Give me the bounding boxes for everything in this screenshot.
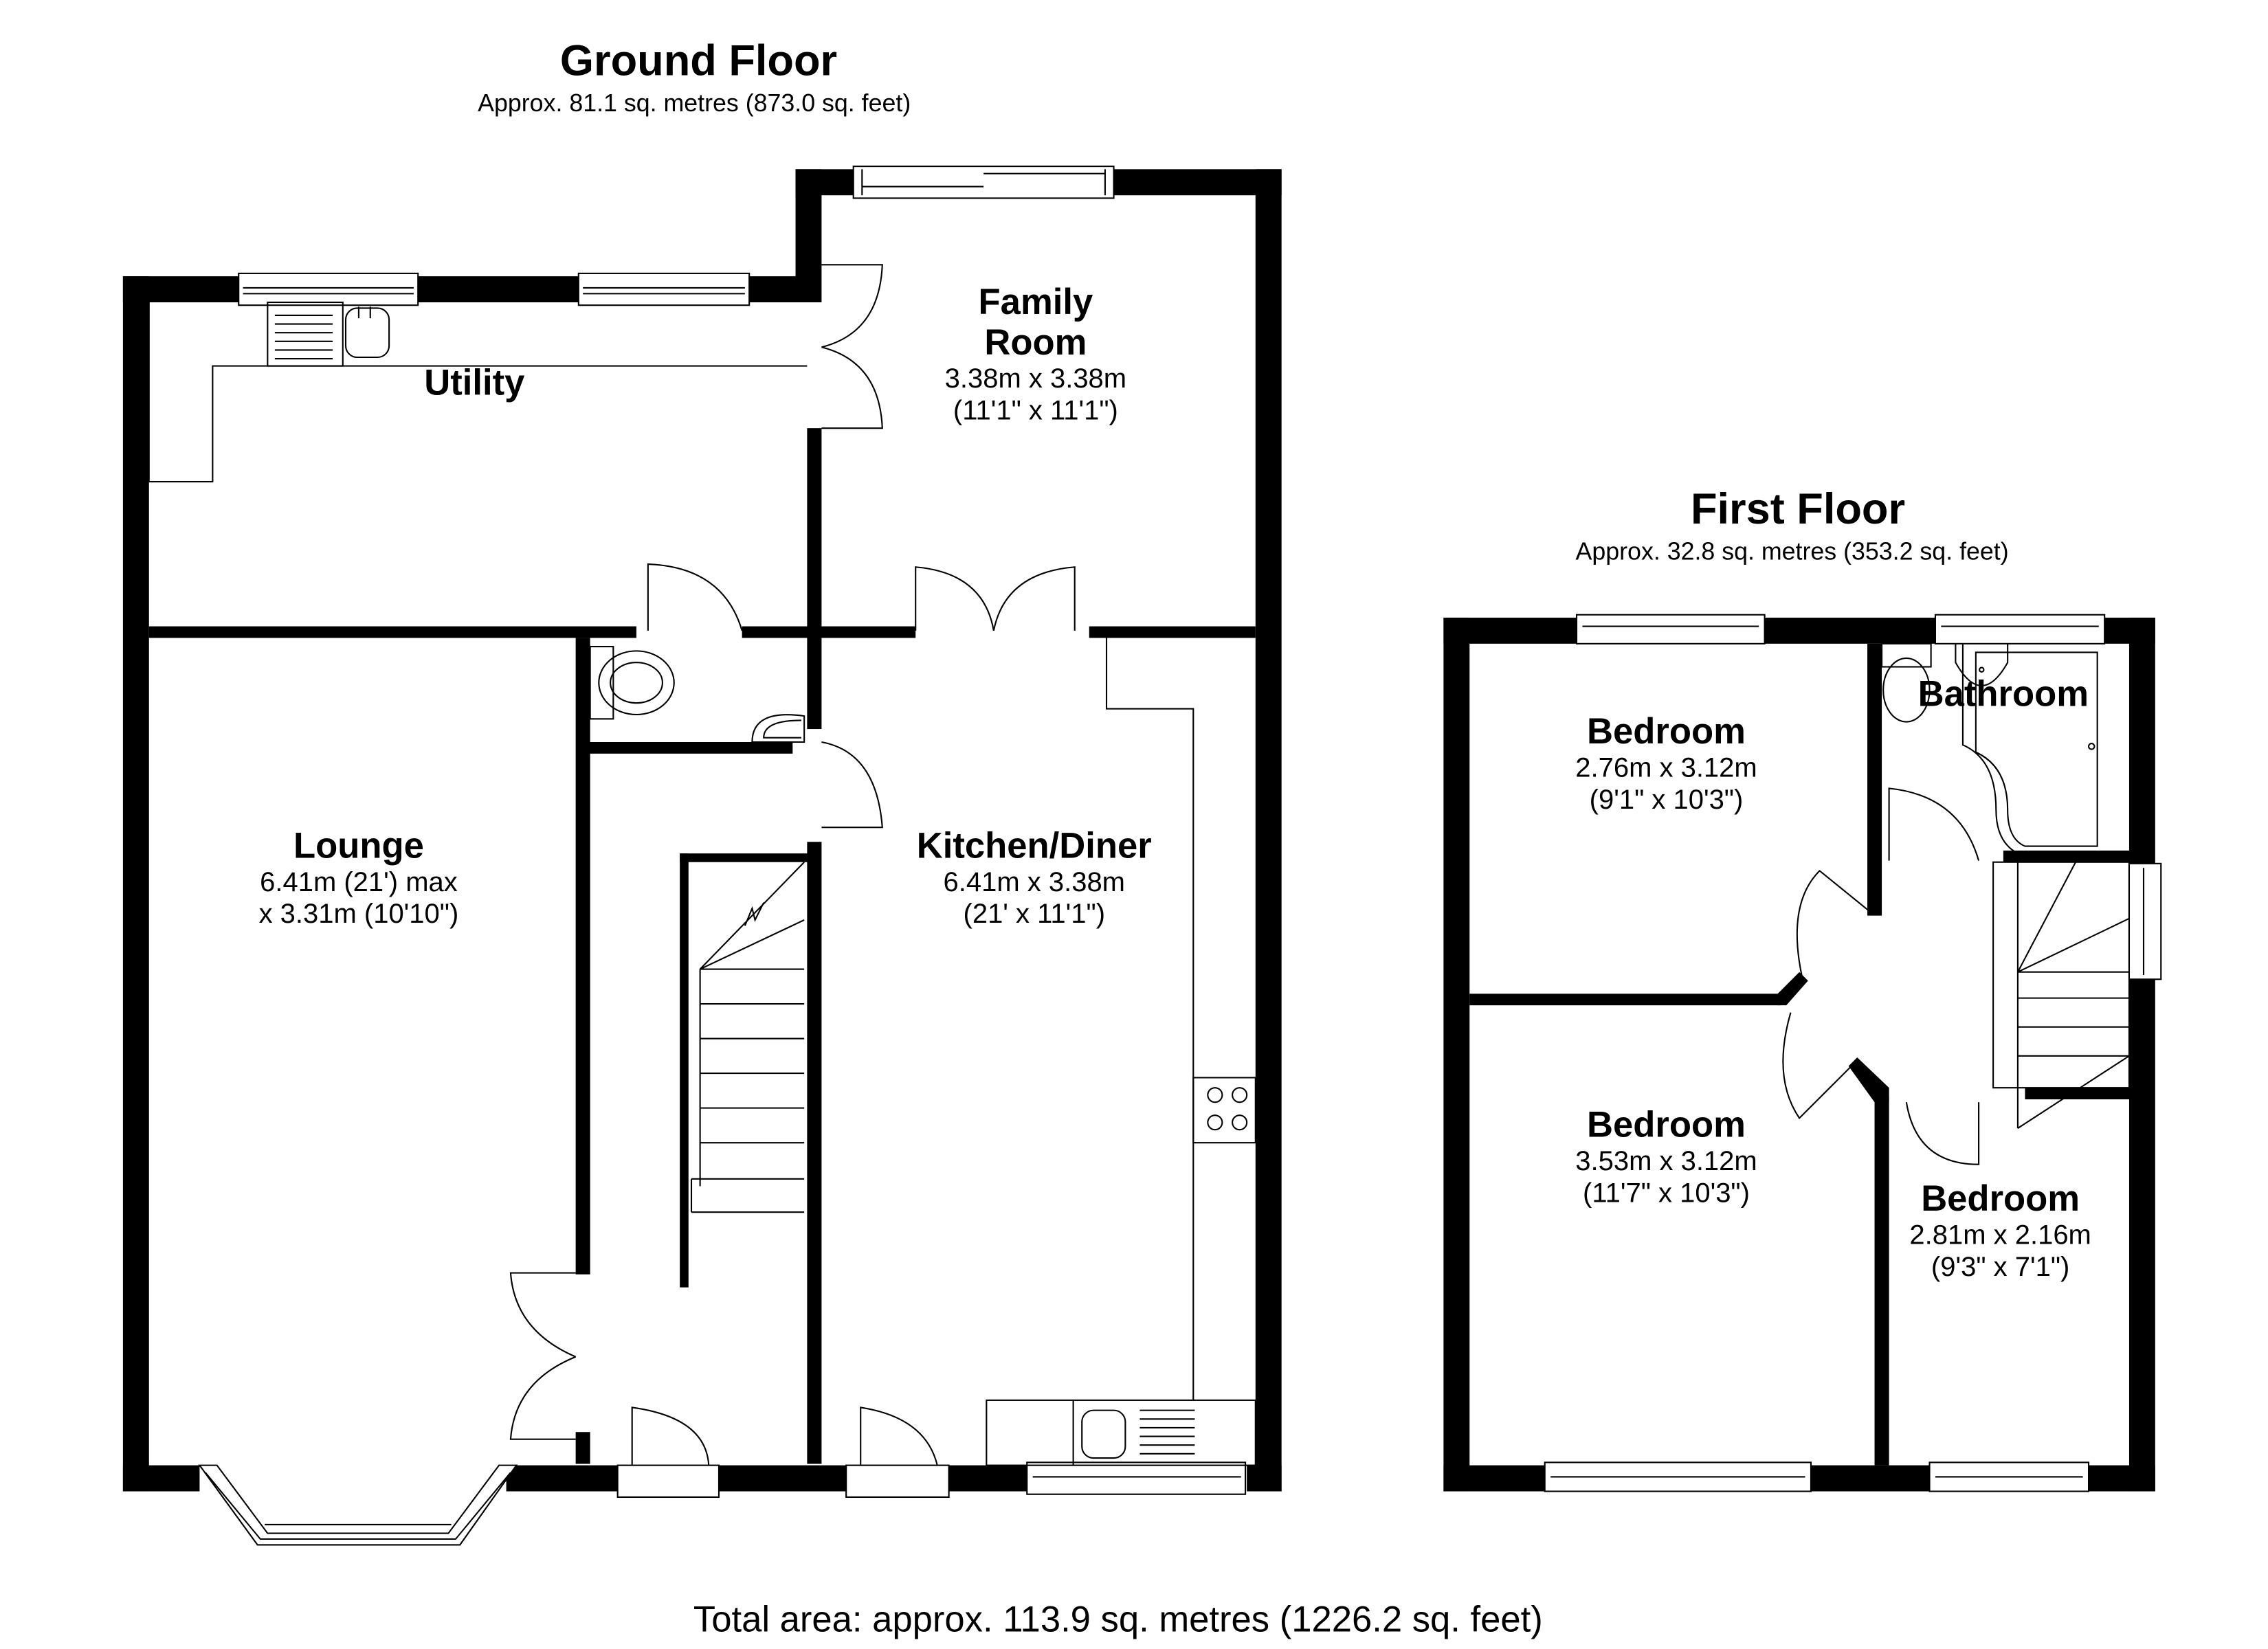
room-bedroom1-dim-1: 2.76m x 3.12m	[1575, 753, 1757, 783]
first-floor-windows	[1544, 614, 2162, 1492]
hob-icon	[1192, 1077, 1256, 1144]
room-bedroom2-dim-2: (11'7" x 10'3")	[1583, 1178, 1750, 1208]
ground-floor-stairs	[690, 862, 805, 1213]
kitchen-worktop	[986, 638, 1256, 1466]
room-lounge-name: Lounge	[293, 825, 424, 866]
first-floor-doors	[1782, 787, 1980, 1165]
kitchen-sink-icon	[1081, 1409, 1195, 1459]
utility-worktop	[148, 301, 808, 483]
room-bedroom1-dim-2: (9'1" x 10'3")	[1590, 785, 1744, 815]
total-area: Total area: approx. 113.9 sq. metres (12…	[693, 1600, 1543, 1640]
ground-floor-area: Approx. 81.1 sq. metres (873.0 sq. feet)	[478, 89, 911, 117]
room-family-dim-1: 3.38m x 3.38m	[945, 363, 1126, 394]
bath-icon	[1961, 643, 2105, 855]
first-floor-area: Approx. 32.8 sq. metres (353.2 sq. feet)	[1576, 538, 2009, 565]
room-family-name-2: Room	[984, 322, 1087, 363]
first-floor-walls	[1443, 617, 2155, 1492]
room-family-dim-2: (11'1" x 11'1")	[953, 396, 1118, 426]
ground-floor-doors	[509, 264, 1076, 1498]
room-kitchen-dim-2: (21' x 11'1")	[964, 899, 1105, 929]
room-kitchen-name: Kitchen/Diner	[917, 825, 1152, 866]
room-lounge-dim-2: x 3.31m (10'10")	[259, 899, 459, 929]
room-bedroom1-name: Bedroom	[1587, 711, 1746, 752]
bathroom-basin-icon	[1955, 643, 2009, 686]
first-floor-title: First Floor	[1691, 485, 1905, 533]
room-bathroom-name: Bathroom	[1918, 673, 2089, 714]
room-utility-name: Utility	[424, 363, 524, 403]
ground-floor-windows	[198, 166, 1247, 1546]
room-kitchen-dim-1: 6.41m x 3.38m	[944, 867, 1125, 897]
room-bedroom3-dim-1: 2.81m x 2.16m	[1909, 1220, 2091, 1250]
utility-sink-icon	[274, 306, 390, 360]
wc-toilet-icon	[589, 645, 675, 720]
room-bedroom2-name: Bedroom	[1587, 1105, 1746, 1145]
bathroom-toilet-icon	[1881, 642, 1932, 723]
ground-floor-title: Ground Floor	[560, 36, 837, 85]
room-family-name-1: Family	[979, 282, 1093, 322]
first-floor-stairs	[1992, 861, 2131, 1129]
room-bedroom3-name: Bedroom	[1921, 1178, 2080, 1219]
room-bedroom3-dim-2: (9'3" x 7'1")	[1931, 1252, 2069, 1282]
room-lounge-dim-1: 6.41m (21') max	[260, 867, 458, 897]
room-bedroom2-dim-1: 3.53m x 3.12m	[1575, 1146, 1757, 1176]
ground-floor-walls	[122, 169, 1282, 1492]
wc-basin-icon	[751, 714, 805, 743]
